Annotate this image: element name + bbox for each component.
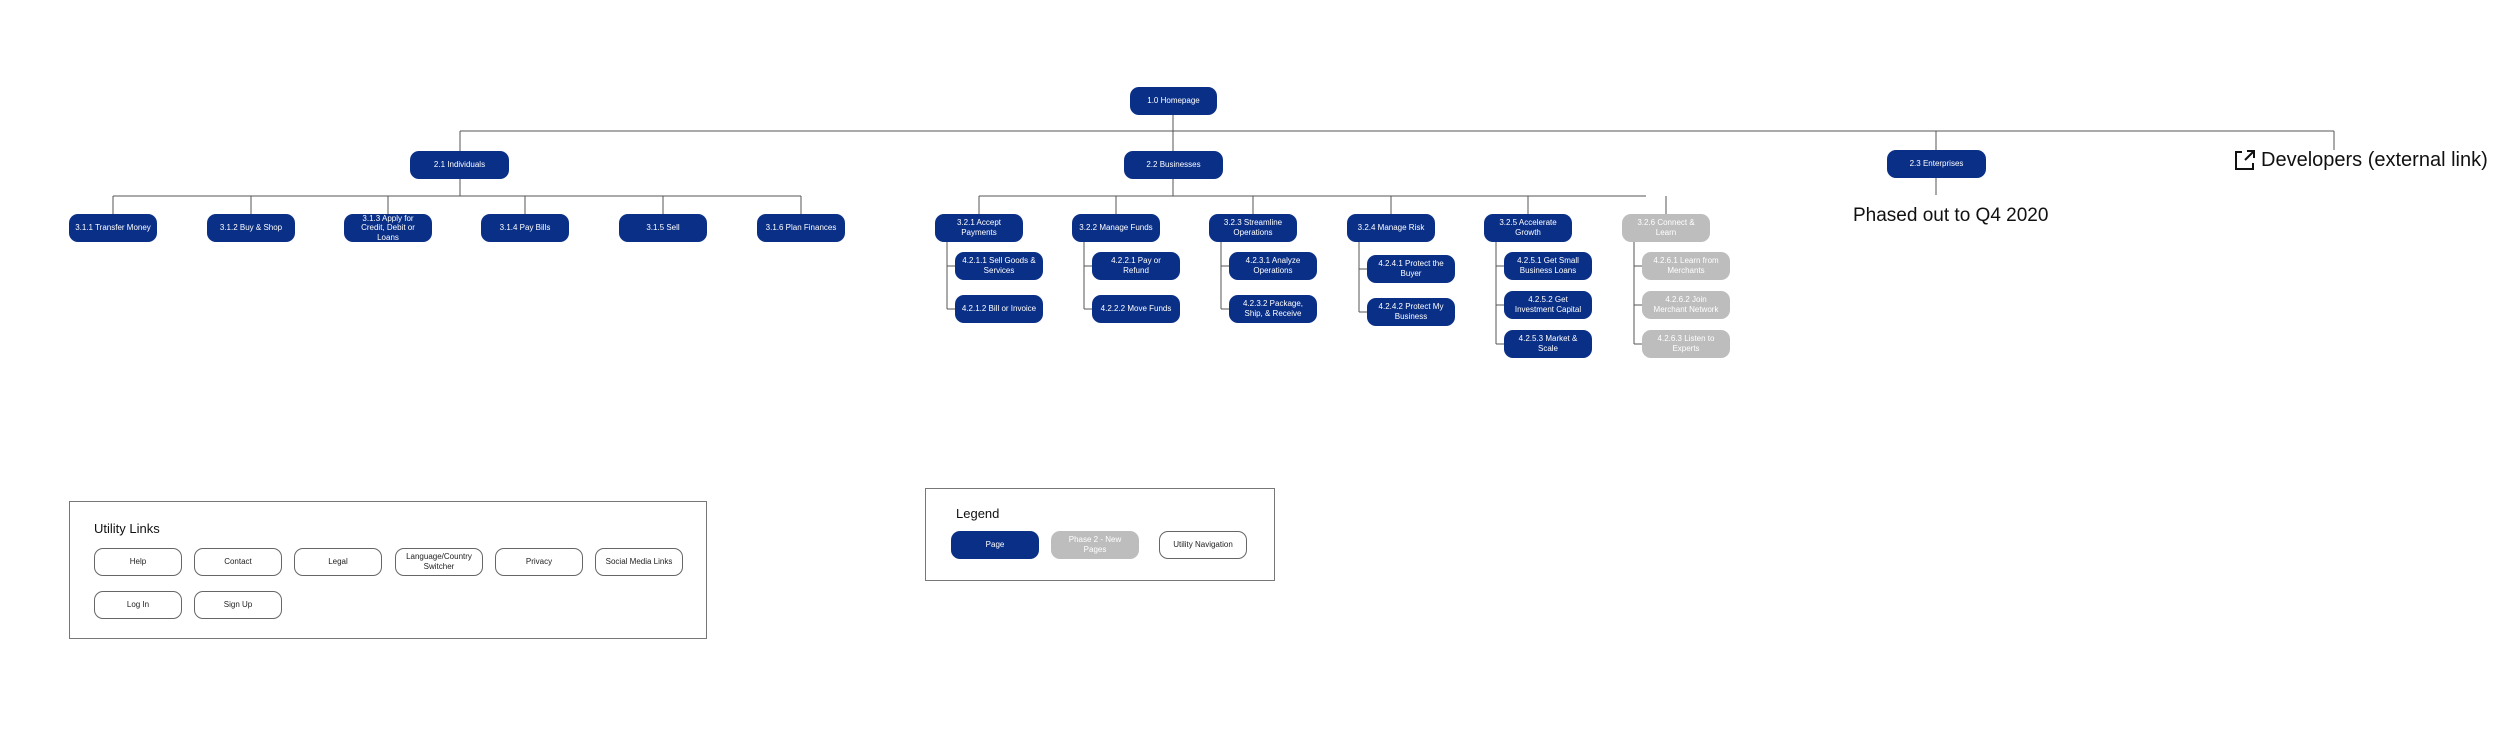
utility-link-contact[interactable]: Contact: [194, 548, 282, 576]
node-3-2-5-accelerate-growth[interactable]: 3.2.5 Accelerate Growth: [1484, 214, 1572, 242]
node-4-2-2-1-pay-or-refund[interactable]: 4.2.2.1 Pay or Refund: [1092, 252, 1180, 280]
node-3-1-4-pay-bills[interactable]: 3.1.4 Pay Bills: [481, 214, 569, 242]
node-3-1-6-plan-finances[interactable]: 3.1.6 Plan Finances: [757, 214, 845, 242]
utility-link-privacy[interactable]: Privacy: [495, 548, 583, 576]
node-4-2-2-2-move-funds[interactable]: 4.2.2.2 Move Funds: [1092, 295, 1180, 323]
node-homepage[interactable]: 1.0 Homepage: [1130, 87, 1217, 115]
legend-item-utility-navigation[interactable]: Utility Navigation: [1159, 531, 1247, 559]
utility-link-legal[interactable]: Legal: [294, 548, 382, 576]
node-4-2-4-2-protect-my-business[interactable]: 4.2.4.2 Protect My Business: [1367, 298, 1455, 326]
node-individuals[interactable]: 2.1 Individuals: [410, 151, 509, 179]
node-4-2-1-1-sell-goods-services[interactable]: 4.2.1.1 Sell Goods & Services: [955, 252, 1043, 280]
node-3-2-3-streamline-operations[interactable]: 3.2.3 Streamline Operations: [1209, 214, 1297, 242]
utility-link-sign-up[interactable]: Sign Up: [194, 591, 282, 619]
utility-link-language-country-switcher[interactable]: Language/Country Switcher: [395, 548, 483, 576]
utility-links-panel: Utility Links Help Contact Legal Language/C…: [69, 501, 707, 639]
node-3-2-6-connect-learn[interactable]: 3.2.6 Connect & Learn: [1622, 214, 1710, 242]
node-4-2-4-1-protect-the-buyer[interactable]: 4.2.4.1 Protect the Buyer: [1367, 255, 1455, 283]
utility-links-title: Utility Links: [94, 521, 160, 536]
enterprises-phase-note: Phased out to Q4 2020: [1853, 205, 2049, 226]
node-businesses[interactable]: 2.2 Businesses: [1124, 151, 1223, 179]
node-4-2-3-1-analyze-operations[interactable]: 4.2.3.1 Analyze Operations: [1229, 252, 1317, 280]
utility-link-social-media-links[interactable]: Social Media Links: [595, 548, 683, 576]
node-4-2-5-1-get-small-business-loans[interactable]: 4.2.5.1 Get Small Business Loans: [1504, 252, 1592, 280]
node-3-2-1-accept-payments[interactable]: 3.2.1 Accept Payments: [935, 214, 1023, 242]
external-link-icon: [2235, 150, 2255, 170]
developers-label: Developers (external link): [2261, 148, 2488, 171]
node-3-2-2-manage-funds[interactable]: 3.2.2 Manage Funds: [1072, 214, 1160, 242]
node-4-2-5-2-get-investment-capital[interactable]: 4.2.5.2 Get Investment Capital: [1504, 291, 1592, 319]
node-4-2-3-2-package-ship-receive[interactable]: 4.2.3.2 Package, Ship, & Receive: [1229, 295, 1317, 323]
node-enterprises[interactable]: 2.3 Enterprises: [1887, 150, 1986, 178]
node-3-1-1-transfer-money[interactable]: 3.1.1 Transfer Money: [69, 214, 157, 242]
legend-item-phase-2-new-pages[interactable]: Phase 2 - New Pages: [1051, 531, 1139, 559]
developers-external-link[interactable]: Developers (external link): [2233, 148, 2488, 172]
node-4-2-6-2-join-merchant-network[interactable]: 4.2.6.2 Join Merchant Network: [1642, 291, 1730, 319]
legend-item-page[interactable]: Page: [951, 531, 1039, 559]
utility-link-help[interactable]: Help: [94, 548, 182, 576]
node-4-2-6-1-learn-from-merchants[interactable]: 4.2.6.1 Learn from Merchants: [1642, 252, 1730, 280]
node-4-2-5-3-market-scale[interactable]: 4.2.5.3 Market & Scale: [1504, 330, 1592, 358]
node-3-1-3-apply-for-credit-debit-or-loans[interactable]: 3.1.3 Apply for Credit, Debit or Loans: [344, 214, 432, 242]
node-3-2-4-manage-risk[interactable]: 3.2.4 Manage Risk: [1347, 214, 1435, 242]
utility-link-log-in[interactable]: Log In: [94, 591, 182, 619]
node-4-2-1-2-bill-or-invoice[interactable]: 4.2.1.2 Bill or Invoice: [955, 295, 1043, 323]
legend-title: Legend: [956, 506, 1000, 521]
node-3-1-2-buy-shop[interactable]: 3.1.2 Buy & Shop: [207, 214, 295, 242]
legend-panel: Legend Page Phase 2 - New Pages Utility Na…: [925, 488, 1275, 581]
node-3-1-5-sell[interactable]: 3.1.5 Sell: [619, 214, 707, 242]
node-4-2-6-3-listen-to-experts[interactable]: 4.2.6.3 Listen to Experts: [1642, 330, 1730, 358]
